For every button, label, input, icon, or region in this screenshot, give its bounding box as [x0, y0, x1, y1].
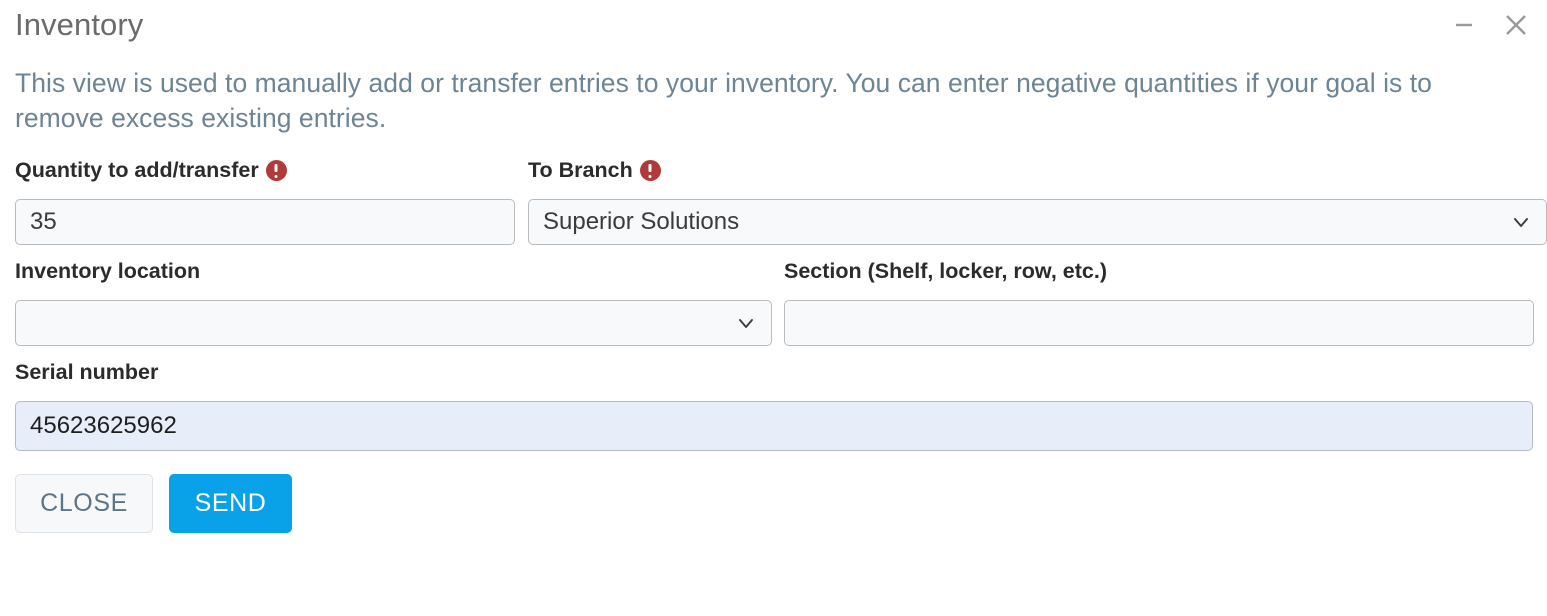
serial-number-input[interactable]: 45623625962: [15, 400, 1533, 451]
section-label-text: Section (Shelf, locker, row, etc.): [784, 258, 1107, 283]
form-row-1-labels: Quantity to add/transfer To Branch: [14, 157, 1533, 190]
quantity-label: Quantity to add/transfer: [15, 157, 287, 182]
chevron-down-icon: [735, 312, 757, 334]
inventory-location-select[interactable]: [15, 299, 772, 346]
page-title: Inventory: [15, 7, 144, 42]
form-row-3-labels: Serial number: [14, 359, 1533, 392]
chevron-down-icon: [1510, 211, 1532, 233]
form-row-3-fields: 45623625962: [14, 400, 1533, 451]
to-branch-label: To Branch: [528, 157, 661, 182]
form-row-2-labels: Inventory location Section (Shelf, locke…: [14, 258, 1533, 291]
inventory-location-label-text: Inventory location: [15, 258, 201, 283]
required-exclamation-icon: [265, 160, 287, 182]
section-input[interactable]: [784, 299, 1534, 346]
section-label: Section (Shelf, locker, row, etc.): [784, 258, 1107, 283]
to-branch-label-text: To Branch: [528, 157, 633, 182]
dialog-description: This view is used to manually add or tra…: [15, 68, 1432, 133]
dialog-actions: CLOSE SEND: [14, 473, 1533, 533]
close-icon[interactable]: [1499, 8, 1533, 42]
to-branch-value: Superior Solutions: [543, 207, 740, 235]
to-branch-select[interactable]: Superior Solutions: [528, 198, 1547, 245]
form-row-1-fields: 35 Superior Solutions: [14, 198, 1547, 245]
window-controls: [1447, 8, 1533, 42]
inventory-form: Quantity to add/transfer To Branch 35 Su…: [14, 157, 1547, 533]
quantity-input[interactable]: 35: [15, 198, 515, 245]
quantity-label-text: Quantity to add/transfer: [15, 157, 259, 182]
serial-number-label-text: Serial number: [15, 359, 159, 384]
send-button[interactable]: SEND: [169, 473, 292, 533]
close-button[interactable]: CLOSE: [15, 473, 153, 533]
serial-number-value: 45623625962: [30, 411, 177, 439]
required-exclamation-icon: [639, 160, 661, 182]
dialog-header: Inventory: [14, 0, 1533, 58]
form-row-2-fields: [14, 299, 1534, 346]
serial-number-label: Serial number: [15, 359, 159, 384]
quantity-value: 35: [30, 207, 57, 235]
inventory-location-label: Inventory location: [15, 258, 201, 283]
minimize-icon[interactable]: [1447, 8, 1481, 42]
